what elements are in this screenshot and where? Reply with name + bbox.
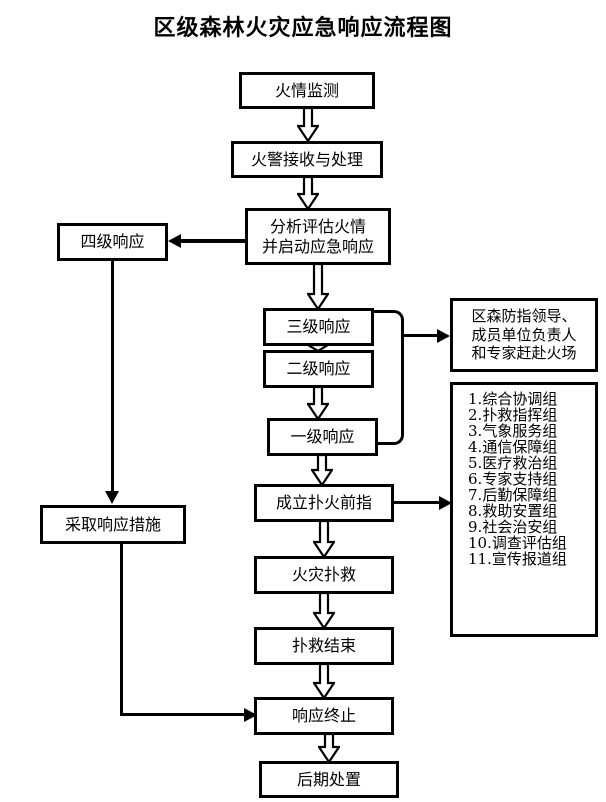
node-label: 火警接收与处理	[250, 149, 363, 169]
node-label: 采取响应措施	[64, 514, 161, 534]
list-item-number: 7.	[468, 485, 483, 504]
connector-measures-to-termination-vertical	[120, 544, 123, 715]
list-item-label: 综合协调组	[482, 389, 558, 408]
list-item-label: 救助安置组	[482, 501, 558, 520]
list-item: 5.医疗救治组	[468, 455, 580, 471]
list-item-number: 5.	[468, 453, 483, 472]
list-item: 7.后勤保障组	[468, 487, 580, 503]
node-label: 三级响应	[286, 317, 351, 336]
list-item-number: 8.	[468, 501, 483, 520]
node-fire-suppression[interactable]: 火灾扑救	[254, 556, 394, 594]
connector-level4-to-measures-line	[111, 261, 114, 492]
connector-front-command-to-groups-line	[394, 501, 446, 504]
list-item-label: 后勤保障组	[482, 485, 558, 504]
node-level-1-response[interactable]: 一级响应	[267, 418, 378, 456]
list-item-label: 通信保障组	[482, 437, 558, 456]
node-analyze-and-start-response[interactable]: 分析评估火情 并启动应急响应	[245, 208, 391, 265]
node-label-line1: 分析评估火情	[269, 216, 366, 236]
list-item: 1.综合协调组	[468, 391, 580, 407]
block-arrow-end-to-response-termination	[313, 664, 335, 699]
node-label: 一级响应	[290, 427, 355, 446]
node-alarm-reception[interactable]: 火警接收与处理	[231, 141, 383, 178]
leaders-line3: 和专家赶赴火场	[471, 344, 577, 363]
connector-analyze-to-level4-line	[181, 239, 245, 243]
node-label: 火情监测	[274, 80, 339, 100]
list-item: 10.调查评估组	[468, 535, 580, 551]
list-item-number: 9.	[468, 517, 483, 536]
list-item-label: 宣传报道组	[491, 549, 567, 568]
node-label: 火灾扑救	[291, 565, 356, 584]
block-arrow-receive-to-analyze	[297, 177, 319, 210]
node-label: 扑救结束	[291, 636, 356, 655]
node-response-termination[interactable]: 响应终止	[254, 697, 394, 735]
block-arrow-firefight-to-end	[313, 593, 335, 629]
list-item-label: 扑救指挥组	[482, 405, 558, 424]
list-item: 11.宣传报道组	[468, 551, 580, 567]
list-item: 6.专家支持组	[468, 471, 580, 487]
list-item-number: 10.	[468, 533, 492, 552]
list-item-number: 2.	[468, 405, 483, 424]
list-item-label: 社会治安组	[482, 517, 558, 536]
node-suppression-complete[interactable]: 扑救结束	[254, 627, 394, 665]
list-item: 9.社会治安组	[468, 519, 580, 535]
connector-analyze-to-level4-arrowhead	[168, 234, 181, 248]
block-arrow-termination-to-post-disposal	[318, 734, 340, 763]
node-label: 响应终止	[291, 706, 356, 725]
list-item: 3.气象服务组	[468, 423, 580, 439]
leaders-line1: 区森防指领导、	[471, 306, 577, 325]
list-item-number: 6.	[468, 469, 483, 488]
list-item: 4.通信保障组	[468, 439, 580, 455]
node-working-groups-list[interactable]: 1.综合协调组 2.扑救指挥组 3.气象服务组 4.通信保障组 5.医疗救治组 …	[450, 382, 598, 637]
list-item-label: 专家支持组	[482, 469, 558, 488]
node-label: 二级响应	[286, 359, 351, 378]
node-post-disposal[interactable]: 后期处置	[259, 761, 399, 798]
node-label: 四级响应	[80, 232, 145, 251]
node-level-2-response[interactable]: 二级响应	[263, 350, 374, 388]
block-arrow-analyze-to-level3	[307, 264, 329, 310]
block-arrow-level1-to-front-command	[311, 455, 333, 486]
node-take-response-measures[interactable]: 采取响应措施	[40, 505, 186, 544]
connector-measures-to-termination-horizontal	[120, 713, 257, 716]
node-label-line2: 并启动应急响应	[261, 236, 374, 256]
node-leaders-to-scene[interactable]: 区森防指领导、 成员单位负责人 和专家赶赴火场	[450, 298, 598, 372]
list-item: 2.扑救指挥组	[468, 407, 580, 423]
list-item-number: 1.	[468, 389, 483, 408]
list-item-number: 4.	[468, 437, 483, 456]
connector-front-command-to-groups-arrowhead	[439, 496, 452, 510]
block-arrow-level3-to-level2	[307, 345, 329, 352]
list-item-label: 调查评估组	[491, 533, 567, 552]
connector-level4-to-measures-arrowhead	[105, 491, 119, 504]
node-level-4-response[interactable]: 四级响应	[57, 223, 168, 261]
block-arrow-monitor-to-receive	[297, 108, 319, 142]
connector-response-levels-bracket	[372, 310, 404, 445]
node-level-3-response[interactable]: 三级响应	[263, 308, 374, 346]
connector-levels-to-leaders-line	[404, 334, 444, 337]
list-item: 8.救助安置组	[468, 503, 580, 519]
block-arrow-level2-to-level1	[307, 387, 329, 420]
list-item-label: 医疗救治组	[482, 453, 558, 472]
node-label: 成立扑火前指	[275, 493, 372, 512]
connector-levels-to-leaders-arrowhead	[437, 329, 450, 343]
list-item-label: 气象服务组	[482, 421, 558, 440]
node-label: 后期处置	[296, 769, 361, 789]
leaders-line2: 成员单位负责人	[471, 325, 577, 344]
list-item-number: 11.	[468, 549, 492, 568]
page-title: 区级森林火灾应急响应流程图	[153, 15, 453, 41]
node-establish-front-command[interactable]: 成立扑火前指	[254, 484, 394, 522]
list-item-number: 3.	[468, 421, 483, 440]
connector-measures-to-termination-arrowhead	[244, 708, 257, 722]
block-arrow-front-command-to-firefight	[313, 521, 335, 558]
node-fire-monitoring[interactable]: 火情监测	[239, 72, 375, 109]
